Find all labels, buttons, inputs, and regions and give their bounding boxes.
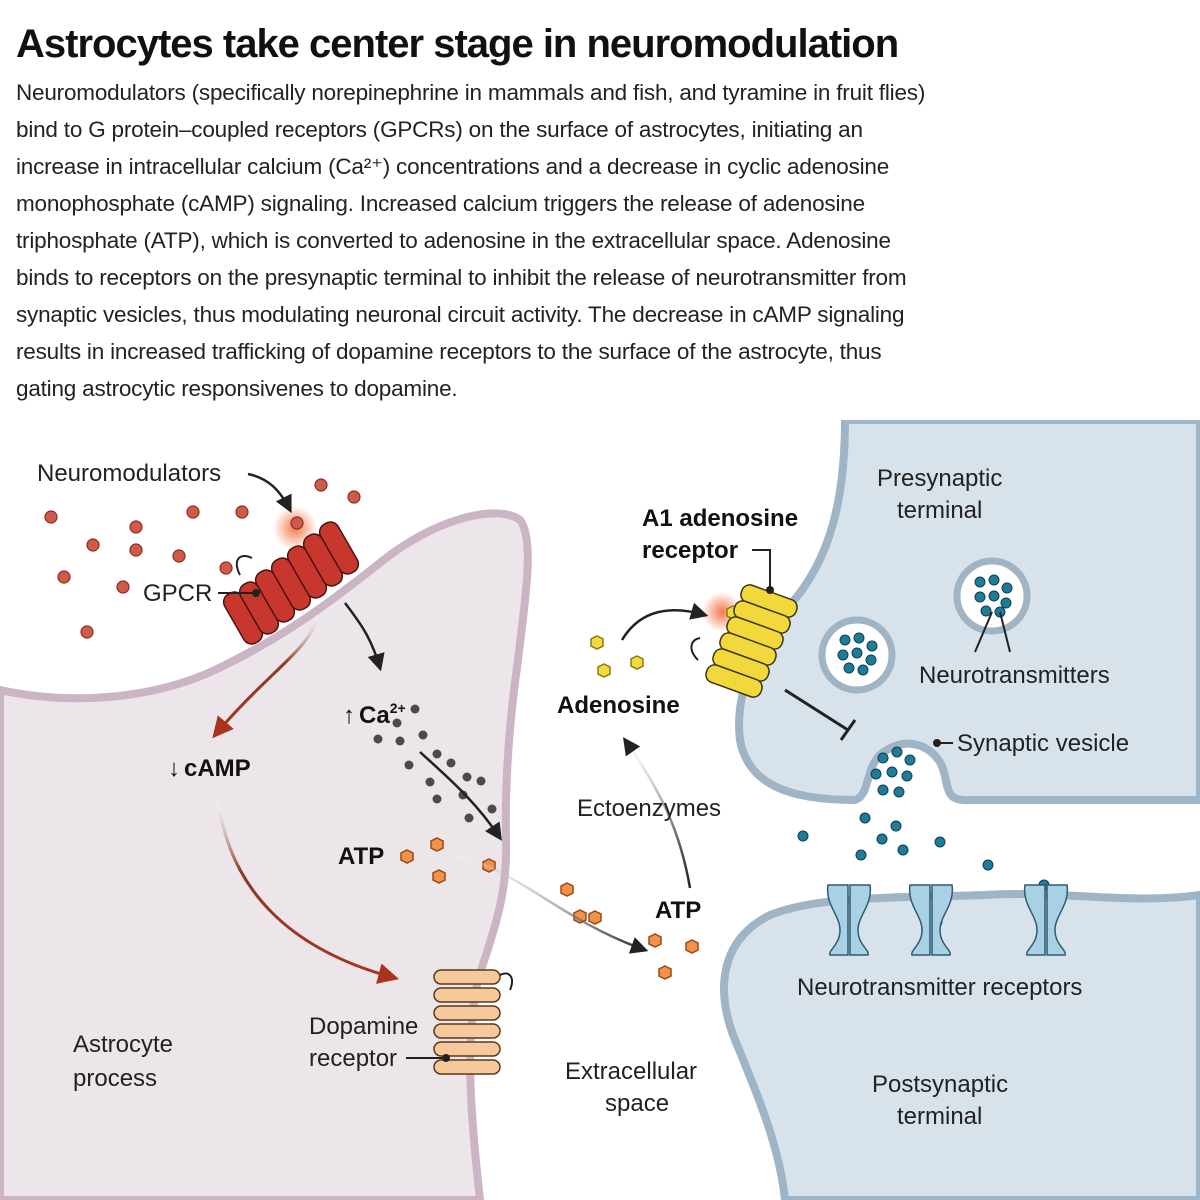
dopamine-receptor-label-line2: receptor <box>309 1045 397 1072</box>
caption-line: increase in intracellular calcium (Ca²⁺)… <box>16 154 890 179</box>
gpcr-receptor <box>222 521 360 645</box>
calcium-dots <box>373 704 497 823</box>
neurotransmitter-receptors-label: Neurotransmitter receptors <box>797 974 1082 1001</box>
a1-receptor-leader <box>752 549 771 588</box>
inhibition-bar <box>839 719 857 741</box>
camp-down-arrow: ↓ <box>168 755 180 782</box>
dopamine-receptor <box>433 969 501 1075</box>
adenosine-binding-arrow <box>620 602 709 641</box>
neurotransmitter-receptors <box>826 884 1069 956</box>
calcium-superscript: 2+ <box>390 700 406 716</box>
astrocyte-process-label-line2: process <box>73 1065 157 1092</box>
caption-line: triphosphate (ATP), which is converted t… <box>16 228 891 253</box>
caption-line: synaptic vesicles, thus modulating neuro… <box>16 302 905 327</box>
camp-label: ↓cAMP <box>168 755 251 782</box>
calcium-label: ↑Ca2+ <box>343 700 406 729</box>
camp-to-dopamine-arrow <box>216 799 400 984</box>
postsynaptic-label-line1: Postsynaptic <box>872 1071 1008 1098</box>
a1-receptor-leader-dot <box>766 586 774 594</box>
camp-text: cAMP <box>184 755 251 782</box>
postsynaptic-label-line2: terminal <box>897 1103 982 1130</box>
adenosine-label: Adenosine <box>557 692 680 719</box>
ectoenzymes-arrow <box>622 737 692 889</box>
a1-receptor-tail <box>690 637 701 661</box>
neuromodulators-label: Neuromodulators <box>37 460 221 487</box>
neurotransmitters-leader <box>999 611 1011 653</box>
caption-line: monophosphate (cAMP) signaling. Increase… <box>16 191 865 216</box>
caption-line: binds to receptors on the presynaptic te… <box>16 265 907 290</box>
astrocyte-process-label-line1: Astrocyte <box>73 1031 173 1058</box>
calcium-text: Ca <box>359 702 390 729</box>
dopamine-receptor-leader-dot <box>442 1054 450 1062</box>
neuromodulators-arrow <box>247 472 292 514</box>
calcium-to-atp-arrow <box>419 751 502 841</box>
caption-line: Neuromodulators (specifically norepineph… <box>16 80 926 105</box>
caption-line: gating astrocytic responsivenes to dopam… <box>16 376 458 401</box>
neurotransmitters-label: Neurotransmitters <box>919 662 1110 689</box>
page-title: Astrocytes take center stage in neuromod… <box>16 22 899 66</box>
signaling-diagram: Neuromodulators GPCR ↓cAMP ↑Ca2+ ATP <box>0 420 1200 1200</box>
postsynaptic-terminal <box>720 889 1200 1200</box>
dopamine-receptor-tail <box>499 972 513 991</box>
extracellular-label-line2: space <box>605 1090 669 1117</box>
ectoenzymes-label: Ectoenzymes <box>577 795 721 822</box>
atp-outside-label: ATP <box>655 897 701 924</box>
inhibition-line <box>784 688 849 732</box>
a1-adenosine-receptor <box>705 584 798 698</box>
gpcr-label: GPCR <box>143 580 212 607</box>
caption: Neuromodulators (specifically norepineph… <box>16 74 1188 407</box>
neurotransmitters-leader <box>974 611 993 653</box>
atp-release-arrow <box>454 854 649 954</box>
gpcr-leader-dot <box>252 589 260 597</box>
camp-arrow <box>212 614 320 739</box>
gpcr-tail <box>235 555 253 576</box>
synaptic-vesicle-label: Synaptic vesicle <box>957 730 1129 757</box>
dopamine-receptor-label-line1: Dopamine <box>309 1013 418 1040</box>
caption-line: bind to G protein–coupled receptors (GPC… <box>16 117 863 142</box>
a1-receptor-label-line1: A1 adenosine <box>642 505 798 532</box>
adenosine-molecules <box>590 605 740 678</box>
synaptic-vesicle-leader-dot <box>933 739 941 747</box>
calcium-up-arrow: ↑ <box>343 702 355 729</box>
presynaptic-label-line2: terminal <box>897 497 982 524</box>
calcium-arrow <box>344 602 385 672</box>
a1-receptor-label-line2: receptor <box>642 537 738 564</box>
atp-inside-label: ATP <box>338 843 384 870</box>
caption-line: results in increased trafficking of dopa… <box>16 339 882 364</box>
neuromodulator-dots <box>44 478 361 639</box>
extracellular-label-line1: Extracellular <box>565 1058 697 1085</box>
atp-molecules <box>400 837 699 980</box>
vesicle-neurotransmitters <box>837 574 1013 676</box>
presynaptic-label-line1: Presynaptic <box>877 465 1002 492</box>
